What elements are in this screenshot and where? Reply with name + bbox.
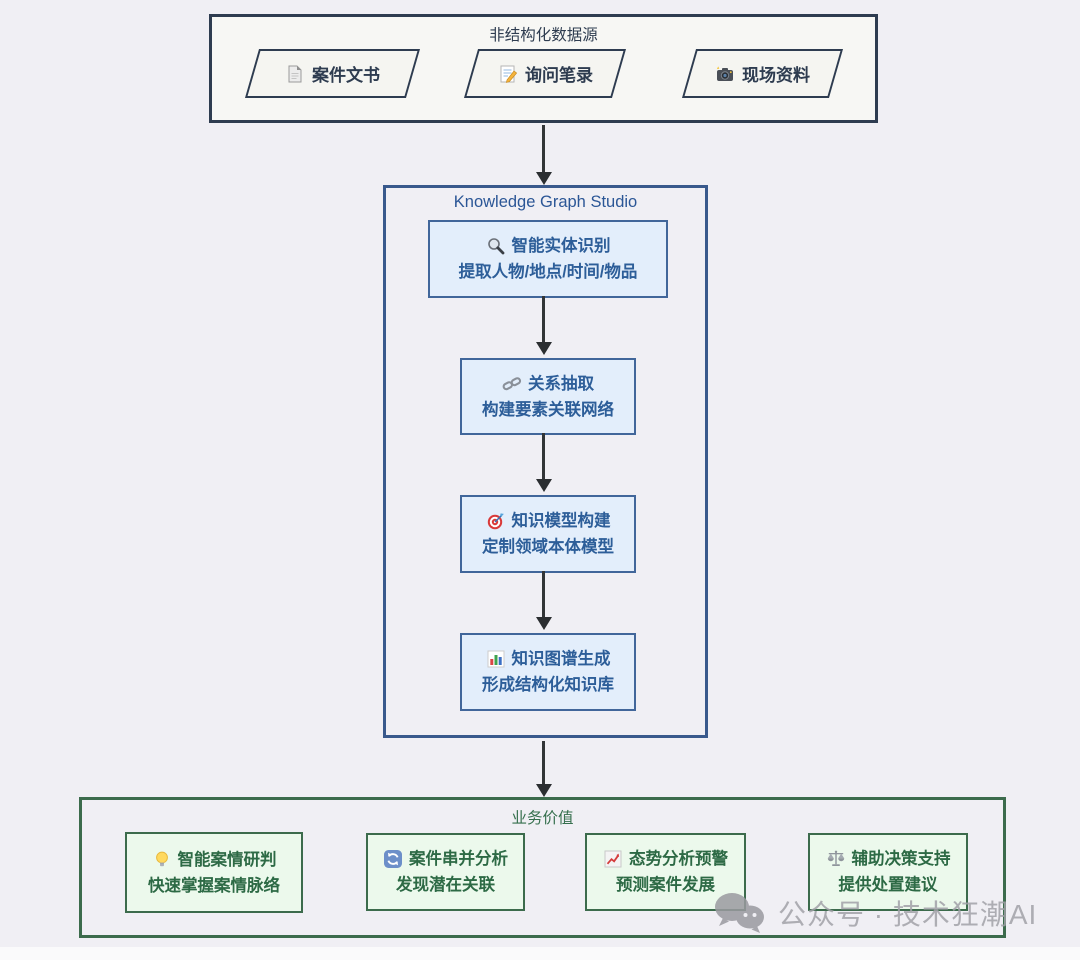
- step-subtitle: 构建要素关联网络: [482, 400, 614, 419]
- value-title-text: 态势分析预警: [629, 850, 728, 868]
- step-title: 知识图谱生成: [511, 650, 611, 668]
- flow-arrow-line: [541, 125, 545, 173]
- flow-arrow-line: [541, 296, 545, 343]
- studio-step-model-building: 知识模型构建 定制领域本体模型: [460, 495, 636, 573]
- value-item-trend-warning: 态势分析预警 预测案件发展: [585, 833, 746, 911]
- value-subtitle: 提供处置建议: [838, 876, 938, 894]
- step-title: 关系抽取: [528, 374, 594, 393]
- target-icon: [486, 511, 506, 531]
- source-item-label: 询问笔录: [524, 66, 593, 85]
- source-item-interview-notes: 询问笔录: [463, 49, 627, 98]
- flow-arrow-line: [541, 741, 545, 785]
- step-subtitle: 形成结构化知识库: [482, 676, 614, 694]
- studio-group-title: Knowledge Graph Studio: [453, 193, 638, 211]
- document-icon: [285, 64, 305, 84]
- arrow-down-icon: [535, 479, 552, 492]
- link-icon: [502, 374, 522, 394]
- value-subtitle: 预测案件发展: [616, 876, 715, 894]
- source-item-label: 现场资料: [742, 66, 810, 85]
- camera-icon: [715, 64, 735, 84]
- step-title: 知识模型构建: [511, 512, 611, 530]
- value-group-title: 业务价值: [511, 810, 574, 827]
- arrow-down-icon: [535, 617, 552, 630]
- value-group-box: 业务价值 智能案情研判 快速掌握案情脉络 案件串并分析 发现潜在关联 态势分析预…: [79, 797, 1006, 938]
- flow-arrow-line: [541, 433, 545, 479]
- value-title-text: 案件串并分析: [409, 850, 508, 868]
- studio-step-graph-generation: 知识图谱生成 形成结构化知识库: [460, 633, 636, 711]
- source-item-label: 案件文书: [312, 66, 380, 85]
- value-item-case-linking: 案件串并分析 发现潜在关联: [366, 833, 525, 911]
- arrow-down-icon: [535, 172, 552, 185]
- step-title: 智能实体识别: [511, 237, 611, 255]
- step-subtitle: 定制领域本体模型: [482, 538, 614, 556]
- memo-icon: [498, 64, 518, 84]
- trend-chart-icon: [603, 849, 623, 869]
- value-title-text: 辅助决策支持: [851, 850, 951, 868]
- value-item-decision-support: 辅助决策支持 提供处置建议: [808, 833, 968, 911]
- source-item-case-documents: 案件文书: [244, 49, 421, 98]
- arrow-down-icon: [535, 342, 552, 355]
- flow-arrow-line: [541, 571, 545, 617]
- value-title-text: 智能案情研判: [177, 850, 277, 869]
- bulb-icon: [152, 850, 172, 870]
- bottom-strip: [0, 947, 1080, 960]
- sources-group-title: 非结构化数据源: [489, 27, 598, 44]
- watermark-text: 公众号 · 技术狂潮AI: [778, 899, 1038, 930]
- value-subtitle: 发现潜在关联: [396, 876, 495, 894]
- sources-group-box: 非结构化数据源 案件文书 询问笔录 现场资料: [209, 14, 878, 123]
- sync-icon: [383, 849, 403, 869]
- bar-chart-icon: [486, 649, 506, 669]
- studio-step-entity-recognition: 智能实体识别 提取人物/地点/时间/物品: [428, 220, 668, 298]
- value-subtitle: 快速掌握案情脉络: [148, 876, 280, 895]
- search-icon: [486, 236, 506, 256]
- scale-icon: [826, 849, 846, 869]
- wechat-icon: [712, 889, 768, 937]
- watermark: 公众号 · 技术狂潮AI: [712, 889, 1037, 937]
- source-item-scene-materials: 现场资料: [681, 49, 844, 98]
- step-subtitle: 提取人物/地点/时间/物品: [458, 263, 638, 281]
- studio-group-box: Knowledge Graph Studio 智能实体识别 提取人物/地点/时间…: [383, 185, 708, 738]
- value-item-case-analysis: 智能案情研判 快速掌握案情脉络: [125, 832, 303, 913]
- studio-step-relation-extraction: 关系抽取 构建要素关联网络: [460, 358, 636, 435]
- arrow-down-icon: [535, 784, 552, 797]
